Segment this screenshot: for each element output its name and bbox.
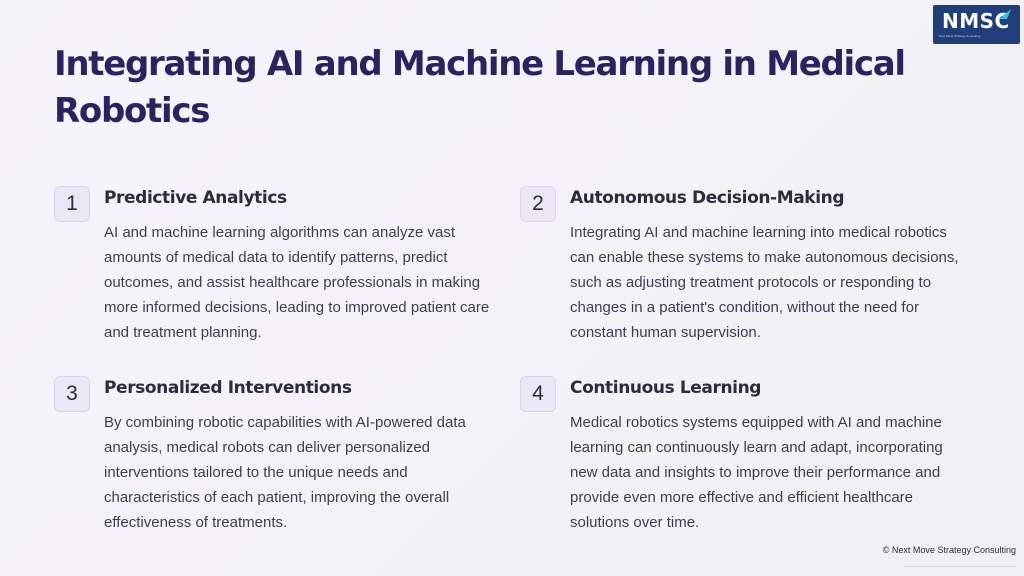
item-body: Medical robotics systems equipped with A… (570, 414, 943, 531)
copyright-footer: © Next Move Strategy Consulting (882, 545, 1016, 555)
page-title: Integrating AI and Machine Learning in M… (54, 44, 906, 131)
nmsc-logo: NMSC Next Move Strategy Consulting (933, 5, 1020, 44)
item-title: Personalized Interventions (104, 378, 352, 398)
number-badge: 2 (520, 186, 556, 222)
item-title: Continuous Learning (570, 378, 762, 398)
number-badge: 3 (54, 376, 90, 412)
logo-tagline: Next Move Strategy Consulting (939, 35, 981, 38)
number-badge: 1 (54, 186, 90, 222)
item-body: By combining robotic capabilities with A… (104, 414, 466, 531)
logo-mark: NMSC (942, 9, 1010, 33)
item-body: Integrating AI and machine learning into… (570, 224, 959, 341)
arrow-icon (999, 9, 1011, 19)
item-title: Autonomous Decision-Making (570, 188, 845, 208)
footer-divider (904, 566, 1016, 567)
item-title: Predictive Analytics (104, 188, 287, 208)
item-body: AI and machine learning algorithms can a… (104, 224, 490, 341)
number-badge: 4 (520, 376, 556, 412)
